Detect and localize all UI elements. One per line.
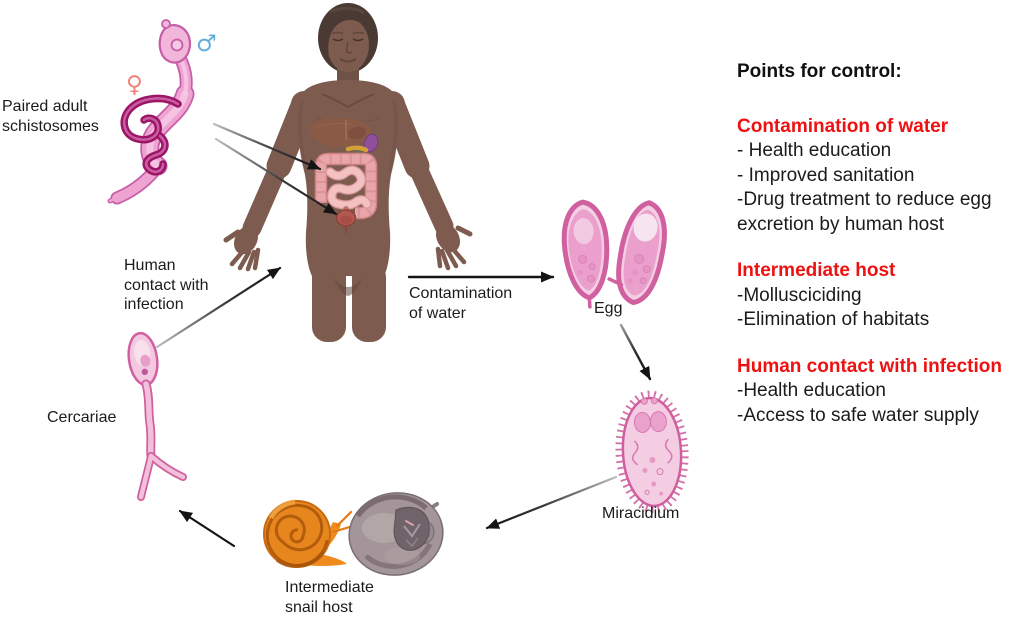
section-item: - Improved sanitation	[737, 164, 915, 186]
gray-snail	[348, 492, 444, 576]
cilia-fringe	[615, 390, 689, 514]
section-item: -Mollusciciding	[737, 284, 862, 306]
section-item: -Access to safe water supply	[737, 404, 979, 426]
label-contamination-of-water: Contamination of water	[409, 285, 513, 322]
section-contamination-of-water: Contamination of water - Health educatio…	[737, 115, 1024, 238]
oral-sucker	[161, 19, 171, 29]
egg-right	[607, 200, 667, 306]
human-host-illustration	[223, 3, 473, 342]
arrow-snail-to-cercariae	[178, 509, 236, 548]
egg-left	[561, 199, 610, 309]
shell-spiral	[265, 503, 329, 567]
egg-illustration	[561, 199, 667, 309]
egg-spine	[587, 296, 592, 309]
section-item: -Drug treatment to reduce egg excretion …	[737, 189, 992, 235]
left-hand	[223, 225, 261, 272]
label-cercariae: Cercariae	[47, 409, 117, 426]
orange-snail	[263, 499, 355, 568]
cercaria-illustration	[127, 331, 187, 501]
label-human-contact-with-infection: Human contact with infection	[124, 257, 209, 314]
arrow-worms-to-bladder	[214, 137, 338, 216]
section-heading: Intermediate host	[737, 260, 896, 281]
section-item: -Elimination of habitats	[737, 309, 930, 330]
miracidium-illustration	[615, 390, 689, 514]
egg-lateral-spine	[607, 277, 624, 287]
section-item: - Health education	[737, 140, 892, 161]
male-symbol-icon: ♂	[196, 31, 217, 57]
ventral-sucker	[170, 38, 184, 52]
panel-title: Points for control:	[737, 61, 902, 82]
label-egg: Egg	[594, 300, 623, 317]
snails-illustration	[263, 492, 444, 576]
abdominal-organs	[309, 118, 379, 233]
arrow-egg-to-miracidium	[619, 323, 652, 381]
female-worm	[120, 94, 182, 176]
stomach	[348, 126, 366, 140]
snail-head	[393, 506, 430, 551]
spleen	[363, 133, 379, 153]
label-intermediate-snail-host: Intermediate snail host	[285, 579, 374, 616]
arrow-miracidium-to-snail	[485, 475, 618, 530]
points-for-control-panel: Points for control: Contamination of wat…	[737, 60, 1024, 428]
arrow-cercariae-to-human	[155, 266, 282, 349]
female-symbol-icon: ♀	[126, 72, 143, 98]
section-human-contact-with-infection: Human contact with infection -Health edu…	[737, 355, 1024, 429]
arrow-worms-to-intestine	[212, 122, 322, 171]
section-heading: Contamination of water	[737, 115, 949, 137]
label-paired-adult-schistosomes: Paired adult schistosomes	[2, 98, 99, 135]
section-heading: Human contact with infection	[737, 355, 1002, 377]
pancreas	[345, 145, 369, 153]
cycle-arrows	[155, 122, 652, 548]
paired-schistosomes-illustration	[107, 19, 195, 205]
section-intermediate-host: Intermediate host -Mollusciciding -Elimi…	[737, 259, 1024, 333]
label-miracidium: Miracidium	[602, 505, 680, 522]
right-hand	[435, 223, 473, 271]
section-item: -Health education	[737, 380, 886, 401]
